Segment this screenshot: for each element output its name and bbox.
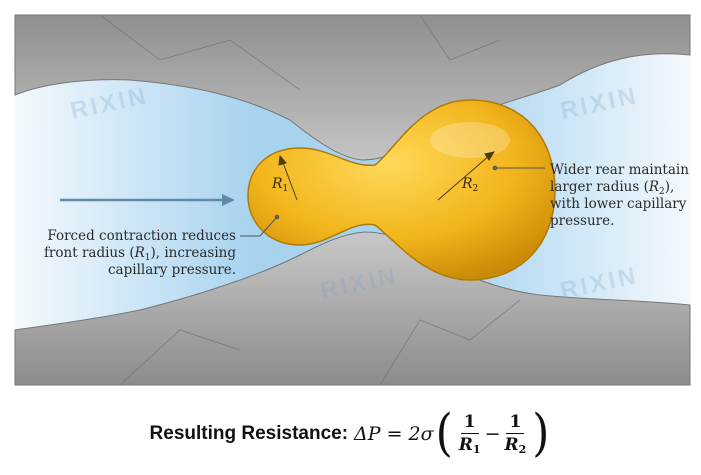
annotation-line: Wider rear maintain: [550, 162, 689, 178]
right-leader-line: [492, 165, 545, 171]
annotation-line: pressure.: [550, 213, 615, 229]
open-paren: (: [435, 404, 453, 463]
numerator: 1: [506, 412, 525, 434]
annotation-line: with lower capillary: [550, 196, 687, 212]
fraction-2: 1 R2: [504, 412, 526, 455]
denominator: R1: [458, 435, 481, 456]
lower-rock: [14, 231, 691, 386]
resistance-formula: Resulting Resistance: ΔP = 2σ ( 1 R1 − 1…: [0, 404, 701, 463]
upper-rock: [14, 14, 691, 161]
annotation-line: larger radius (R2),: [550, 179, 675, 197]
close-paren: ): [532, 404, 550, 463]
formula-lead: Resulting Resistance:: [149, 422, 349, 444]
r2-label: R2: [462, 176, 479, 194]
r1-radius-arrow: [278, 154, 298, 201]
r2-radius-arrow: [437, 151, 496, 201]
front-radius-annotation: Forced contraction reduces front radius …: [14, 228, 236, 279]
denominator: R2: [504, 435, 527, 456]
numerator: 1: [460, 412, 479, 434]
annotation-line: Forced contraction reduces: [47, 228, 236, 244]
annotation-line: capillary pressure.: [108, 262, 236, 278]
left-leader-line: [240, 214, 280, 237]
oil-droplet: [247, 99, 556, 281]
fraction-1: 1 R1: [459, 412, 481, 455]
formula-math: ΔP = 2σ ( 1 R1 − 1 R2 ): [354, 404, 551, 463]
r1-label: R1: [272, 176, 289, 194]
formula-lhs: ΔP = 2σ: [354, 422, 434, 445]
rear-radius-annotation: Wider rear maintain larger radius (R2), …: [550, 162, 701, 230]
annotation-line: front radius (R1), increasing: [43, 245, 236, 263]
flow-arrow: [60, 194, 235, 206]
minus-sign: −: [484, 422, 501, 445]
